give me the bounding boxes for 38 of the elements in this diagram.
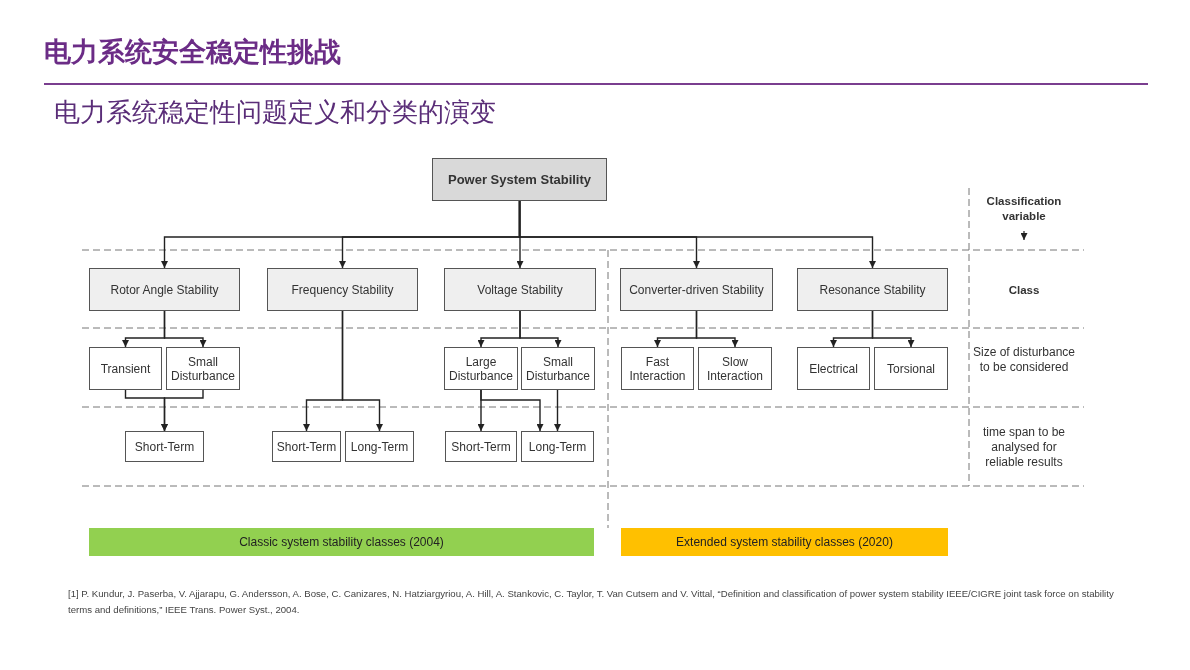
era-banner: Classic system stability classes (2004) [89,528,594,556]
arrow [122,310,166,348]
subclass-box: Short-Term [125,431,204,462]
arrow [516,200,524,269]
subclass-box: Short-Term [272,431,341,462]
subclass-box: Large Disturbance [444,347,518,390]
subclass-box: Electrical [797,347,870,390]
row-heading: Size of disturbance to be considered [972,345,1076,375]
subclass-box: Small Disturbance [521,347,595,390]
subclass-box: Short-Term [445,431,517,462]
arrow [654,310,698,348]
slide-subtitle: 电力系统稳定性问题定义和分类的演变 [54,96,497,129]
arrow [554,389,561,432]
root-box: Power System Stability [432,158,607,201]
arrow [303,310,344,432]
arrow [161,200,521,269]
reference-note: [1] P. Kundur, J. Paserba, V. Ajjarapu, G. Andersson, A. Bose, C. Canizares, N. Hatziargyriou, A. Hill, A. Stankovic, C. Taylor, T. Van Cutsem and V. Vittal, “Definition and classification of power system stability IEEE/CIGRE joint task force on stability terms and definitions,” IEEE Trans. Power Syst., 2004. [68,587,1115,617]
class-box: Resonance Stability [797,268,948,311]
subclass-box: Small Disturbance [166,347,240,390]
arrow [124,389,168,432]
subclass-box: Long-Term [521,431,594,462]
row-heading: time span to be analysed for reliable results [981,425,1067,470]
slide-title: 电力系统安全稳定性挑战 [44,35,341,69]
arrow [477,310,521,348]
class-box: Frequency Stability [267,268,418,311]
era-banner: Extended system stability classes (2020) [621,528,948,556]
arrow [830,310,874,348]
subclass-box: Torsional [874,347,948,390]
subclass-box: Transient [89,347,162,390]
class-box: Rotor Angle Stability [89,268,240,311]
subclass-box: Long-Term [345,431,414,462]
subclass-box: Slow Interaction [698,347,772,390]
arrow [477,389,485,432]
class-box: Voltage Stability [444,268,596,311]
class-box: Converter-driven Stability [620,268,773,311]
row-heading: Classification variable [985,194,1063,224]
row-heading: Class [1007,283,1041,298]
subclass-box: Fast Interaction [621,347,694,390]
